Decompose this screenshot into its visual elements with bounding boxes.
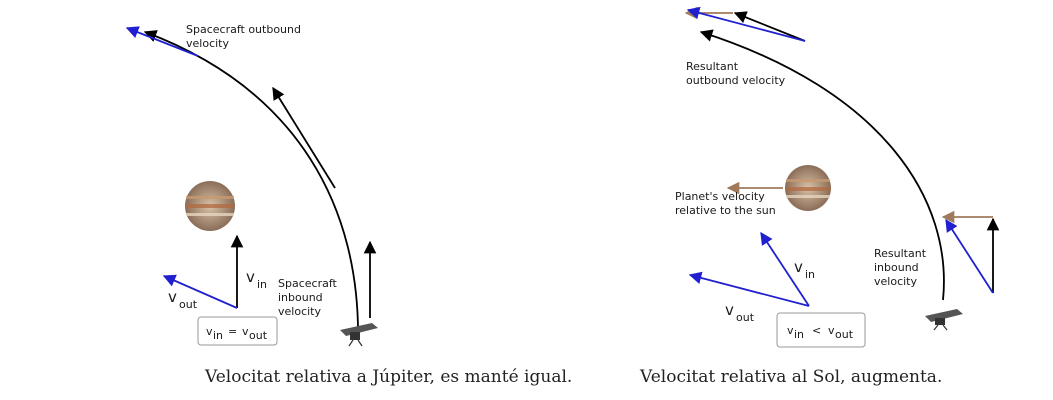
- label-inbound-1: Spacecraft: [278, 277, 338, 290]
- label-inbound-3: velocity: [874, 275, 917, 288]
- outbound-velocity-arrow: [125, 26, 199, 57]
- equation-box: [776, 312, 866, 348]
- v-out-subscript: out: [179, 298, 198, 311]
- resultant-outbound-arrow: [686, 6, 806, 42]
- label-outbound-2: outbound velocity: [686, 74, 786, 87]
- label-outbound-2: velocity: [186, 37, 229, 50]
- eq-v1: v: [206, 325, 213, 338]
- trajectory-curve: [143, 30, 359, 341]
- eq-v1: v: [787, 324, 794, 337]
- caption-right: Velocitat relativa al Sol, augmenta.: [640, 367, 943, 387]
- label-inbound-1: Resultant: [874, 247, 927, 260]
- eq-op: <: [812, 324, 821, 337]
- label-planet-1: Planet's velocity: [675, 190, 765, 203]
- trajectory-curve: [699, 29, 945, 301]
- equation-box: [197, 316, 278, 346]
- eq-op: =: [228, 325, 237, 338]
- label-inbound-2: inbound: [278, 291, 323, 304]
- label-outbound-1: Resultant: [686, 60, 739, 73]
- v-in-arrow: [760, 231, 810, 307]
- v-out-subscript: out: [736, 311, 755, 324]
- diagram-sun-frame: Resultant outbound velocity Planet's vel…: [675, 6, 1000, 348]
- v-out-arrow: [162, 274, 238, 309]
- v-in-subscript: in: [257, 278, 267, 291]
- caption-left: Velocitat relativa a Júpiter, es manté i…: [205, 367, 573, 387]
- eq-v2: v: [828, 324, 835, 337]
- jupiter-planet-icon: [185, 181, 235, 231]
- panel-jupiter-frame: Spacecraft outbound velocity Spacecraft …: [0, 0, 572, 400]
- v-in-subscript: in: [805, 268, 815, 281]
- mid-velocity-arrow: [272, 86, 336, 189]
- label-outbound-1: Spacecraft outbound: [186, 23, 301, 36]
- v-out-arrow: [688, 271, 810, 307]
- v-out-symbol: v: [725, 301, 734, 319]
- v-out-symbol: v: [168, 288, 177, 306]
- jupiter-planet-icon: [785, 165, 831, 211]
- diagram-jupiter-frame: Spacecraft outbound velocity Spacecraft …: [125, 23, 378, 347]
- eq-sub1: in: [794, 328, 804, 341]
- v-in-symbol: v: [794, 258, 803, 276]
- label-inbound-2: inbound: [874, 261, 919, 274]
- eq-v2: v: [242, 325, 249, 338]
- label-inbound-3: velocity: [278, 305, 321, 318]
- spacecraft-icon: [925, 309, 963, 331]
- v-in-symbol: v: [246, 268, 255, 286]
- eq-sub2: out: [835, 328, 854, 341]
- eq-sub1: in: [213, 329, 223, 342]
- resultant-inbound-arrow: [945, 218, 994, 294]
- label-planet-2: relative to the sun: [675, 204, 776, 217]
- spacecraft-velocity-top-arrow: [733, 11, 806, 42]
- panel-sun-frame: Resultant outbound velocity Planet's vel…: [533, 0, 1053, 400]
- spacecraft-icon: [340, 323, 378, 347]
- eq-sub2: out: [249, 329, 268, 342]
